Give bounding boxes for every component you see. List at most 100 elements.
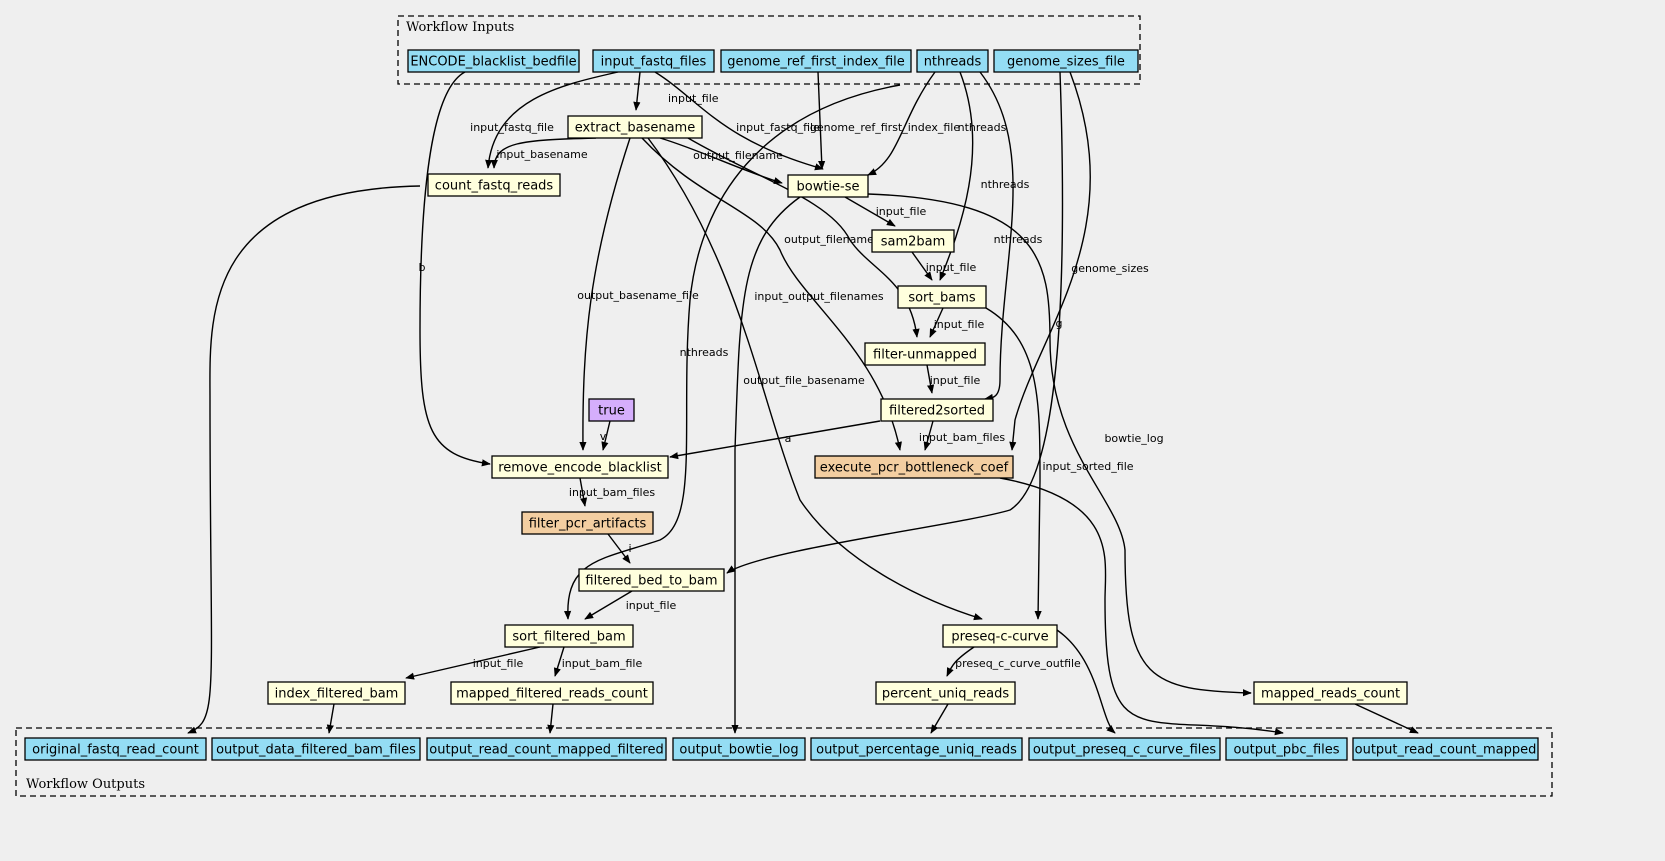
node-sam2bam[interactable]: sam2bam xyxy=(871,229,955,253)
edge-nthreads-to-sort-bams xyxy=(939,71,974,281)
edge-label: input_file xyxy=(930,374,981,387)
node-out-bowtie-log[interactable]: output_bowtie_log xyxy=(672,737,806,761)
edge-line xyxy=(867,71,936,176)
node-remove-blacklist[interactable]: remove_encode_blacklist xyxy=(491,455,669,479)
edge-label: input_bam_file xyxy=(562,657,643,670)
node-encode-blacklist[interactable]: ENCODE_blacklist_bedfile xyxy=(407,49,580,73)
node-label: true xyxy=(598,404,625,419)
node-label: output_data_filtered_bam_files xyxy=(216,743,416,758)
edge-label: input_file xyxy=(876,205,927,218)
edge-line xyxy=(939,71,974,281)
node-box xyxy=(588,398,635,422)
edge-genome-sizes-to-exec-pcr xyxy=(1009,71,1091,451)
node-count-fastq[interactable]: count_fastq_reads xyxy=(427,173,561,197)
node-label: execute_pcr_bottleneck_coef xyxy=(820,461,1009,476)
edge-nthreads-to-bowtie xyxy=(867,71,936,176)
node-index-filtered[interactable]: index_filtered_bam xyxy=(267,681,406,705)
edge-line xyxy=(547,703,555,734)
node-out-read-count-mapped[interactable]: output_read_count_mapped xyxy=(1352,737,1539,761)
node-out-mapped-filtered[interactable]: output_read_count_mapped_filtered xyxy=(426,737,667,761)
cluster-inputs: Workflow Inputs xyxy=(397,15,1141,85)
edge-sort-filtered-to-index-filtered xyxy=(405,646,541,680)
node-filtered2sorted[interactable]: filtered2sorted xyxy=(880,398,994,422)
edge-true-const-to-remove-blacklist xyxy=(601,420,611,451)
node-filtered-bed[interactable]: filtered_bed_to_bam xyxy=(578,568,725,592)
node-label: output_pbc_files xyxy=(1233,743,1339,758)
node-box xyxy=(864,342,986,366)
node-box xyxy=(450,681,654,705)
node-box xyxy=(1028,737,1221,761)
node-label: sort_bams xyxy=(908,291,976,306)
node-label: extract_basename xyxy=(575,121,695,136)
edge-line xyxy=(584,590,633,620)
node-box xyxy=(407,49,580,73)
edge-extract-basename-to-count-fastq xyxy=(490,137,597,169)
node-genome-ref[interactable]: genome_ref_first_index_file xyxy=(720,49,912,73)
edge-line xyxy=(485,71,619,169)
node-box xyxy=(491,455,669,479)
node-label: genome_sizes_file xyxy=(1007,55,1125,70)
edge-sort-filtered-to-mapped-filtered-count xyxy=(553,646,565,677)
node-extract-basename[interactable]: extract_basename xyxy=(567,115,703,139)
cluster-outputs-border xyxy=(15,727,1553,797)
edge-label: b xyxy=(419,261,426,274)
node-out-pct-uniq[interactable]: output_percentage_uniq_reads xyxy=(810,737,1023,761)
node-genome-sizes[interactable]: genome_sizes_file xyxy=(993,49,1139,73)
node-box xyxy=(993,49,1139,73)
node-mapped-filtered-count[interactable]: mapped_filtered_reads_count xyxy=(450,681,654,705)
node-out-original[interactable]: original_fastq_read_count xyxy=(24,737,207,761)
node-label: input_fastq_files xyxy=(601,55,707,70)
node-label: filter-unmapped xyxy=(873,348,977,363)
edge-label: preseq_c_curve_outfile xyxy=(955,657,1081,670)
edge-line xyxy=(490,137,597,169)
node-bowtie[interactable]: bowtie-se xyxy=(787,174,869,198)
edge-input-fastq-to-extract-basename xyxy=(633,71,641,111)
node-box xyxy=(427,173,561,197)
edge-extract-basename-to-exec-pcr xyxy=(641,137,902,451)
node-percent-uniq[interactable]: percent_uniq_reads xyxy=(875,681,1016,705)
edge-filtered-bed-to-sort-filtered xyxy=(584,590,633,620)
edge-label: i xyxy=(628,542,631,555)
edge-label: v xyxy=(600,430,607,443)
node-sort-bams[interactable]: sort_bams xyxy=(897,285,987,309)
node-label: preseq-c-curve xyxy=(951,630,1048,645)
node-true-const[interactable]: true xyxy=(588,398,635,422)
edge-line xyxy=(579,137,631,451)
node-filter-unmapped[interactable]: filter-unmapped xyxy=(864,342,986,366)
edge-line xyxy=(553,646,565,677)
edge-label: genome_ref_first_index_file xyxy=(810,121,960,134)
node-out-preseq[interactable]: output_preseq_c_curve_files xyxy=(1028,737,1221,761)
node-filter-pcr[interactable]: filter_pcr_artifacts xyxy=(521,511,654,535)
node-box xyxy=(875,681,1016,705)
node-preseq[interactable]: preseq-c-curve xyxy=(942,624,1058,648)
edge-label: input_file xyxy=(668,92,719,105)
node-label: mapped_reads_count xyxy=(1261,687,1400,702)
edge-line xyxy=(326,703,335,734)
edge-filtered2sorted-to-remove-blacklist xyxy=(669,420,881,460)
edge-label: g xyxy=(1056,317,1063,330)
node-out-pbc[interactable]: output_pbc_files xyxy=(1225,737,1348,761)
edge-label: input_file xyxy=(473,657,524,670)
edge-line xyxy=(607,533,631,564)
node-input-fastq[interactable]: input_fastq_files xyxy=(592,49,715,73)
node-nthreads[interactable]: nthreads xyxy=(916,49,989,73)
edge-line xyxy=(563,84,901,620)
node-mapped-reads-count[interactable]: mapped_reads_count xyxy=(1253,681,1408,705)
edge-line xyxy=(647,137,983,621)
edge-mapped-reads-count-to-out-read-count-mapped xyxy=(1354,703,1419,734)
node-box xyxy=(521,511,654,535)
node-sort-filtered[interactable]: sort_filtered_bam xyxy=(504,624,634,648)
node-box xyxy=(567,115,703,139)
node-label: original_fastq_read_count xyxy=(32,743,199,758)
edge-line xyxy=(601,420,611,451)
edge-preseq-to-out-preseq xyxy=(1056,629,1116,734)
node-exec-pcr[interactable]: execute_pcr_bottleneck_coef xyxy=(814,455,1014,479)
edge-line xyxy=(641,137,902,451)
node-label: index_filtered_bam xyxy=(275,687,399,702)
node-out-filtered-bam[interactable]: output_data_filtered_bam_files xyxy=(211,737,421,761)
edge-percent-uniq-to-out-pct-uniq xyxy=(930,703,949,734)
edge-line xyxy=(419,71,491,467)
node-label: output_read_count_mapped xyxy=(1355,743,1537,758)
node-box xyxy=(720,49,912,73)
